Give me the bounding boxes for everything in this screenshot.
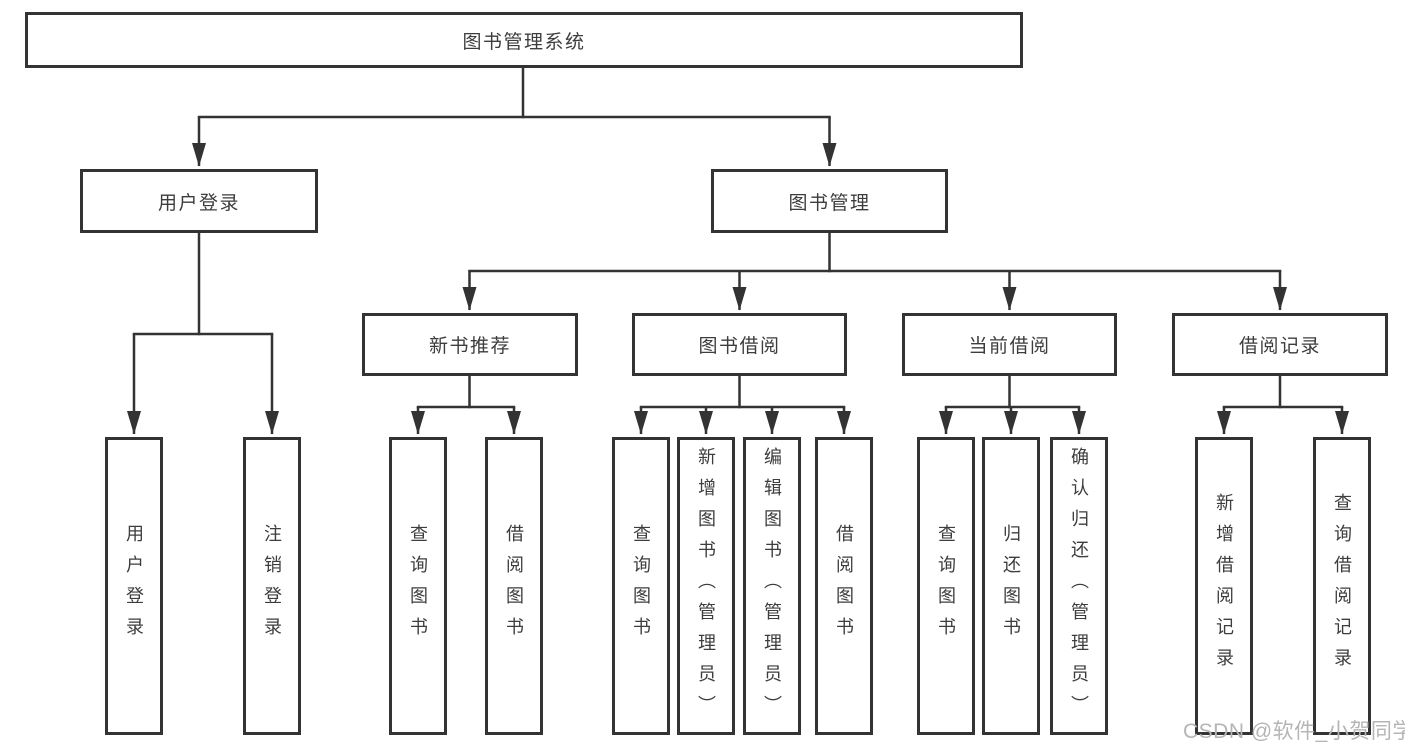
leaf-query-books-1: 查询图书: [389, 437, 447, 735]
node-book-management-label: 图书管理: [788, 192, 871, 214]
leaf-edit-book-admin-label: 编辑图书（管理员）: [762, 446, 782, 726]
leaf-borrow-books-2: 借阅图书: [815, 437, 873, 735]
leaf-query-borrow-record: 查询借阅记录: [1313, 437, 1371, 735]
leaf-logout-label: 注销登录: [262, 524, 282, 648]
leaf-add-borrow-record-label: 新增借阅记录: [1214, 493, 1234, 679]
leaf-query-borrow-record-label: 查询借阅记录: [1332, 493, 1352, 679]
leaf-query-books-3-label: 查询图书: [936, 524, 956, 648]
leaf-edit-book-admin: 编辑图书（管理员）: [743, 437, 801, 735]
node-book-borrow-label: 图书借阅: [698, 336, 781, 357]
node-current-borrow-label: 当前借阅: [968, 336, 1051, 357]
leaf-add-book-admin: 新增图书（管理员）: [677, 437, 735, 735]
leaf-logout: 注销登录: [243, 437, 301, 735]
leaf-return-books: 归还图书: [982, 437, 1040, 735]
leaf-return-books-label: 归还图书: [1001, 524, 1021, 648]
node-book-management: 图书管理: [711, 169, 948, 233]
node-user-login: 用户登录: [80, 169, 318, 233]
leaf-borrow-books-1-label: 借阅图书: [504, 524, 524, 648]
leaf-user-login-label: 用户登录: [124, 524, 144, 648]
node-root: 图书管理系统: [25, 12, 1023, 68]
leaf-user-login: 用户登录: [105, 437, 163, 735]
node-user-login-label: 用户登录: [157, 192, 240, 214]
node-borrow-records: 借阅记录: [1172, 313, 1388, 376]
leaf-confirm-return-admin: 确认归还（管理员）: [1050, 437, 1108, 735]
leaf-borrow-books-2-label: 借阅图书: [834, 524, 854, 648]
leaf-query-books-3: 查询图书: [917, 437, 975, 735]
leaf-query-books-2-label: 查询图书: [631, 524, 651, 648]
leaf-add-book-admin-label: 新增图书（管理员）: [696, 446, 716, 726]
leaf-add-borrow-record: 新增借阅记录: [1195, 437, 1253, 735]
node-current-borrow: 当前借阅: [902, 313, 1117, 376]
node-new-book-recommend: 新书推荐: [362, 313, 578, 376]
leaf-borrow-books-1: 借阅图书: [485, 437, 543, 735]
leaf-query-books-1-label: 查询图书: [408, 524, 428, 648]
node-borrow-records-label: 借阅记录: [1238, 336, 1321, 357]
node-root-label: 图书管理系统: [462, 31, 586, 53]
node-new-book-recommend-label: 新书推荐: [428, 336, 511, 357]
watermark: CSDN @软件_小贺同学: [1183, 720, 1405, 743]
node-book-borrow: 图书借阅: [632, 313, 847, 376]
leaf-query-books-2: 查询图书: [612, 437, 670, 735]
leaf-confirm-return-admin-label: 确认归还（管理员）: [1069, 446, 1089, 726]
